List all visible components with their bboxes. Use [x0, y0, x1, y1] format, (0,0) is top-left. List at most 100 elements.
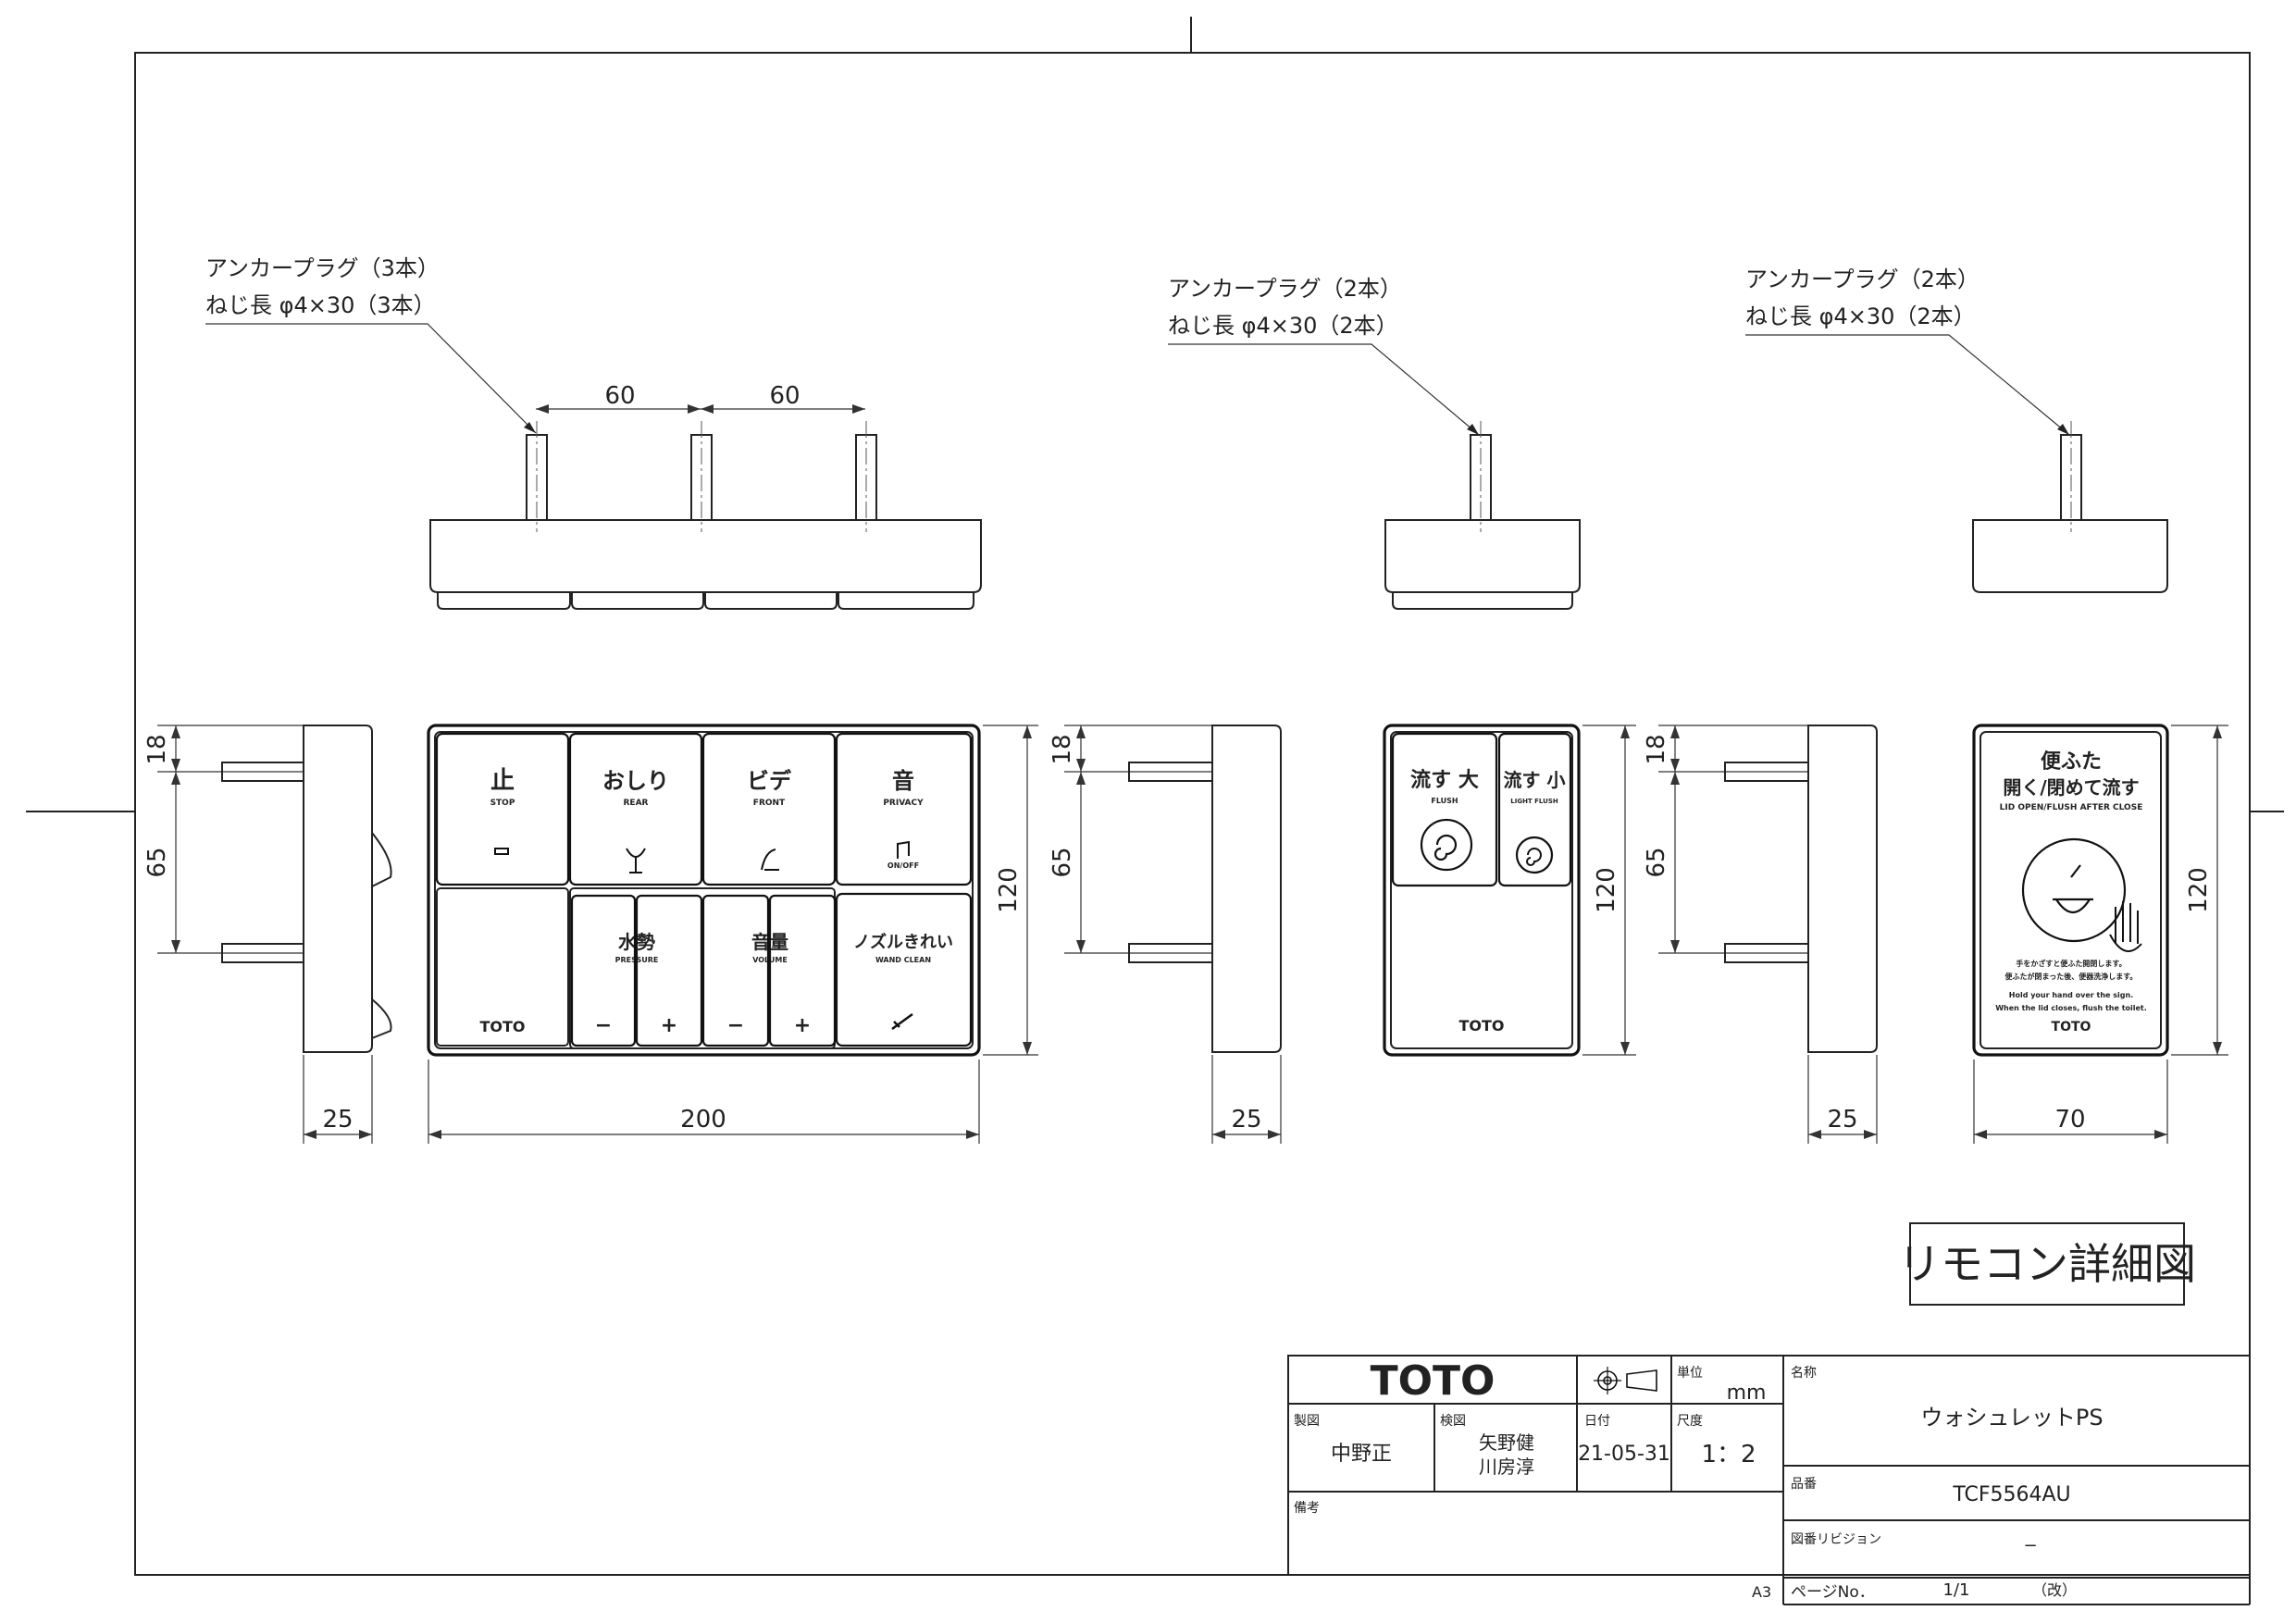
dim-pin-spacing-2: 60 [769, 382, 800, 410]
anchor-note-right: アンカープラグ（2本） ねじ長 φ4×30（2本） [1745, 266, 2070, 436]
scale-label: 尺度 [1677, 1414, 1703, 1429]
hand-icon [2109, 901, 2142, 952]
unit-label: 単位 [1677, 1366, 1703, 1381]
flush-big-label-en: FLUSH [1431, 797, 1458, 805]
dim-side-mid-1: 65 [143, 847, 171, 877]
revision-value: − [2023, 1536, 2037, 1555]
anchor-note-left-line1: アンカープラグ（3本） [205, 255, 440, 281]
flush-big-button[interactable]: 流す 大 FLUSH [1391, 732, 1498, 887]
drawing-frame [134, 52, 2251, 1576]
side-view-1: 18 65 25 [143, 725, 392, 1144]
sensor-en-desc-1: Hold your hand over the sign. [2009, 991, 2133, 999]
anchor-note-middle: アンカープラグ（2本） ねじ長 φ4×30（2本） [1168, 276, 1480, 436]
sensor-panel-logo: TOTO [2052, 1020, 2091, 1035]
flush-remote-logo: TOTO [1458, 1017, 1504, 1035]
pressure-minus-button[interactable]: − [570, 894, 637, 1047]
dim-depth-1: 25 [322, 1106, 353, 1134]
pressure-minus-label: − [595, 1014, 612, 1037]
main-remote-top-view: 60 60 [429, 382, 982, 610]
flush-small-label-jp: 流す 小 [1504, 769, 1566, 791]
checker-label: 検図 [1440, 1414, 1466, 1429]
main-remote-front: 止 STOP おしり REAR ビデ FRONT 音 PRIVACY ON/OF… [427, 724, 1038, 1144]
wand-label-jp: ノズルきれい [853, 932, 953, 952]
front-label-jp: ビデ [747, 768, 792, 794]
flush-small-icon [1515, 836, 1554, 874]
main-remote-logo: TOTO [479, 1018, 525, 1035]
dim-main-width: 200 [680, 1106, 726, 1134]
dim-sensor-width: 70 [2054, 1106, 2085, 1134]
stop-icon [494, 848, 509, 855]
volume-plus-button[interactable]: + [768, 894, 837, 1047]
remarks-label: 備考 [1294, 1501, 1320, 1516]
wand-clean-button[interactable]: ノズルきれい WAND CLEAN [835, 892, 973, 1047]
unit-value: mm [1727, 1381, 1767, 1405]
scale-value: 1：2 [1701, 1441, 1756, 1468]
page-value: 1/1 [1943, 1580, 1970, 1600]
anchor-note-middle-line2: ねじ長 φ4×30（2本） [1168, 313, 1398, 339]
privacy-label-en: PRIVACY [883, 799, 924, 808]
dim-side-top-2: 18 [1049, 734, 1076, 764]
sensor-jp-desc-2: 便ふたが閉まった後、便器洗浄します。 [2005, 972, 2138, 981]
flush-big-icon [1420, 818, 1473, 872]
projection-symbol-icon [1594, 1367, 1657, 1394]
toilet-lid-icon [2053, 864, 2093, 914]
drawing-title: リモコン詳細図 [1898, 1239, 2196, 1289]
stop-button[interactable]: 止 STOP [435, 732, 570, 886]
side-view-2: 18 65 25 [1049, 725, 1282, 1144]
rear-label-jp: おしり [602, 768, 669, 794]
drafter-label: 製図 [1294, 1414, 1320, 1429]
sensor-panel-front: 便ふた 開く/閉めて流す LID OPEN/FLUSH AFTER CLOSE … [1972, 724, 2228, 1144]
checker-value-1: 矢野健 [1479, 1431, 1534, 1454]
dim-side-top-1: 18 [143, 734, 171, 764]
drawing-title-box [1909, 1222, 2185, 1306]
volume-minus-button[interactable]: − [701, 894, 770, 1047]
rear-button[interactable]: おしり REAR [568, 732, 703, 886]
flush-remote-front: 流す 大 FLUSH 流す 小 LIGHT FLUSH TOTO 120 [1383, 724, 1636, 1057]
pressure-plus-label: + [661, 1014, 677, 1037]
front-label-en: FRONT [753, 799, 786, 808]
flush-small-button[interactable]: 流す 小 LIGHT FLUSH [1497, 732, 1572, 887]
dim-side-mid-2: 65 [1049, 847, 1076, 877]
rear-spray-icon [626, 848, 646, 873]
date-label: 日付 [1584, 1414, 1610, 1429]
date-value: 21-05-31 [1578, 1443, 1670, 1466]
dim-depth-2: 25 [1231, 1106, 1261, 1134]
sensor-hand-area[interactable] [2021, 837, 2127, 943]
side-view-3: 18 65 25 [1643, 725, 1878, 1144]
rear-label-en: REAR [624, 799, 649, 808]
sensor-title-1: 便ふた [2041, 750, 2102, 774]
privacy-sub-label: ON/OFF [887, 861, 919, 870]
dim-depth-3: 25 [1827, 1106, 1857, 1134]
pressure-plus-button[interactable]: + [635, 894, 703, 1047]
sensor-en-desc-2: When the lid closes, flush the toilet. [1995, 1004, 2147, 1012]
anchor-note-left: アンカープラグ（3本） ねじ長 φ4×30（3本） [205, 255, 537, 434]
stop-label-en: STOP [490, 799, 515, 808]
dim-flush-height: 120 [1593, 867, 1620, 913]
wand-label-en: WAND CLEAN [875, 956, 931, 964]
model-value: TCF5564AU [1952, 1483, 2070, 1506]
anchor-note-right-line1: アンカープラグ（2本） [1745, 266, 1980, 292]
dim-side-top-3: 18 [1643, 734, 1670, 764]
flush-big-label-jp: 流す 大 [1410, 768, 1479, 792]
dim-sensor-height: 120 [2185, 867, 2213, 913]
dim-main-height: 120 [995, 867, 1023, 913]
flush-remote-top-view [1384, 421, 1581, 610]
dim-pin-spacing-1: 60 [604, 382, 635, 410]
sensor-jp-desc-1: 手をかざすと便ふた開閉します。 [2016, 959, 2126, 968]
stop-label-jp: 止 [490, 767, 515, 795]
name-label: 名称 [1791, 1366, 1817, 1381]
privacy-button[interactable]: 音 PRIVACY ON/OFF [835, 732, 973, 886]
title-block-logo: TOTO [1371, 1357, 1496, 1405]
title-block: TOTO 単位 mm 名称 ウォシュレットPS 製図 中野正 検図 矢野健 川房… [1287, 1355, 2251, 1605]
privacy-label-jp: 音 [892, 768, 914, 794]
dim-side-mid-3: 65 [1643, 847, 1670, 877]
revision-label: 図番リビジョン [1791, 1532, 1881, 1547]
flush-small-label-en: LIGHT FLUSH [1510, 798, 1558, 805]
page-suffix: （改） [2032, 1581, 2077, 1599]
page-label: ページNo． [1791, 1583, 1875, 1602]
front-button[interactable]: ビデ FRONT [701, 732, 837, 886]
sensor-title-2: 開く/閉めて流す [2003, 776, 2139, 799]
checker-value-2: 川房淳 [1479, 1456, 1534, 1478]
music-note-icon [897, 840, 910, 859]
